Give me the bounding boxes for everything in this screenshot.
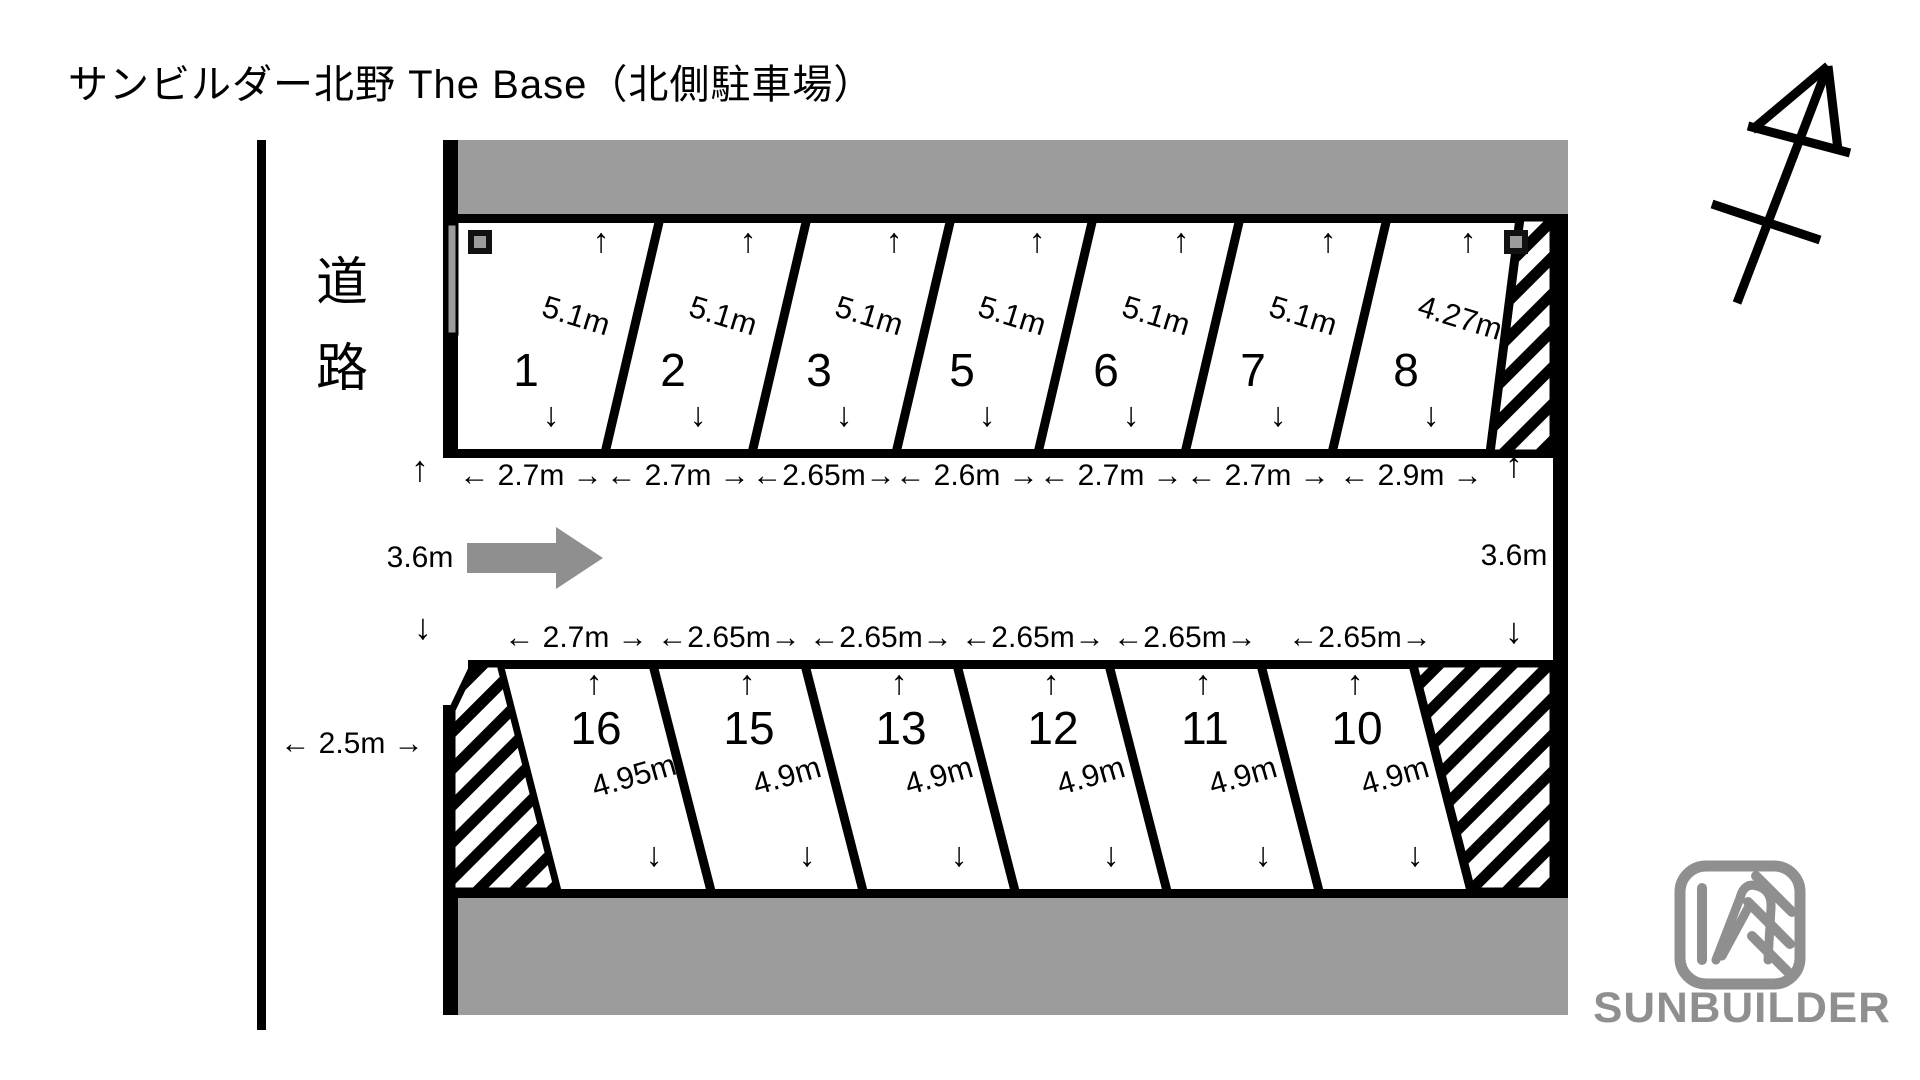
space-number: 2 [660,344,686,396]
hatched-area-bottom-right [1408,660,1557,895]
bottom-row-dividers [648,663,1476,893]
space-up-arrow: ↑ [1319,222,1337,260]
page-title: サンビルダー北野 The Base（北側駐車場） [68,63,875,107]
space-up-arrow: ↑ [738,664,756,702]
space-up-arrow: ↑ [1172,222,1190,260]
space-width-dimension: ← 2.9m → [1339,459,1483,492]
space-number: 11 [1181,702,1229,754]
space-width-dimension: ← 2.7m → [1039,459,1183,492]
aisle-right-down-arrow: ↓ [1505,610,1523,651]
space-width-dimension: ←2.65m→ [1288,621,1432,654]
space-up-arrow: ↑ [1459,222,1477,260]
space-number: 8 [1393,344,1419,396]
space-up-arrow: ↑ [585,664,603,702]
space-up-arrow: ↑ [1346,664,1364,702]
space-number: 7 [1240,344,1266,396]
aisle-right-width: 3.6m [1480,539,1548,572]
aisle-left-up-arrow: ↑ [411,448,429,489]
space-down-arrow: ↓ [1102,836,1120,874]
space-up-arrow: ↑ [1194,664,1212,702]
space-up-arrow: ↑ [1042,664,1060,702]
space-width-dimension: ← 2.7m → [606,459,750,492]
south-parking-block [443,660,1568,1015]
space-down-arrow: ↓ [1122,396,1140,434]
road-label-char2: 路 [315,340,369,398]
space-down-arrow: ↓ [798,836,816,874]
space-up-arrow: ↑ [890,664,908,702]
sunbuilder-wordmark: SUNBUILDER [1593,984,1891,1032]
entrance-arrow-icon [467,527,603,589]
space-width-dimension: ← 2.7m → [459,459,603,492]
space-down-arrow: ↓ [835,396,853,434]
space-width-dimension: ←2.65m→ [752,459,896,492]
space-number: 6 [1093,344,1119,396]
space-width-dimension: ← 2.6m → [895,459,1039,492]
space-width-dimension: ← 2.7m → [504,621,648,654]
hatched-area-bottom-left [448,660,563,895]
north-compass-icon [1710,62,1852,305]
space-down-arrow: ↓ [1254,836,1272,874]
space-number: 3 [806,344,832,396]
space-width-dimension: ←2.65m→ [657,621,801,654]
space-down-arrow: ↓ [1269,396,1287,434]
block-right-border [1553,216,1568,1015]
building-strip-top [456,140,1568,216]
space-up-arrow: ↑ [1028,222,1046,260]
space-down-arrow: ↓ [689,396,707,434]
road-label-char1: 道 [315,254,369,312]
space-down-arrow: ↓ [1406,836,1424,874]
space-up-arrow: ↑ [592,222,610,260]
space-down-arrow: ↓ [645,836,663,874]
north-parking-block [443,140,1568,1015]
space-number: 1 [513,344,539,396]
space-number: 5 [949,344,975,396]
aisle-left-down-arrow: ↓ [414,606,432,647]
space-up-arrow: ↑ [739,222,757,260]
space-down-arrow: ↓ [950,836,968,874]
left-margin-dimension: ← 2.5m → [280,727,424,760]
space-number: 16 [570,702,622,754]
wall-segment [445,222,459,336]
top-row-dividers [600,216,1525,455]
space-number: 15 [723,702,775,754]
space-width-dimension: ←2.65m→ [961,621,1105,654]
sunbuilder-emblem-icon [1674,860,1806,990]
space-number: 13 [875,702,927,754]
space-width-dimension: ← 2.7m → [1186,459,1330,492]
aisle-left-width: 3.6m [386,541,454,574]
space-number: 12 [1027,702,1079,754]
building-strip-bottom [456,897,1568,1015]
space-width-dimension: ←2.65m→ [1113,621,1257,654]
space-down-arrow: ↓ [978,396,996,434]
space-up-arrow: ↑ [885,222,903,260]
aisle-right-up-arrow: ↑ [1505,444,1523,485]
space-number: 10 [1331,702,1383,754]
space-down-arrow: ↓ [542,396,560,434]
road-edge-line [257,140,266,1030]
space-down-arrow: ↓ [1422,396,1440,434]
space-width-dimension: ←2.65m→ [809,621,953,654]
